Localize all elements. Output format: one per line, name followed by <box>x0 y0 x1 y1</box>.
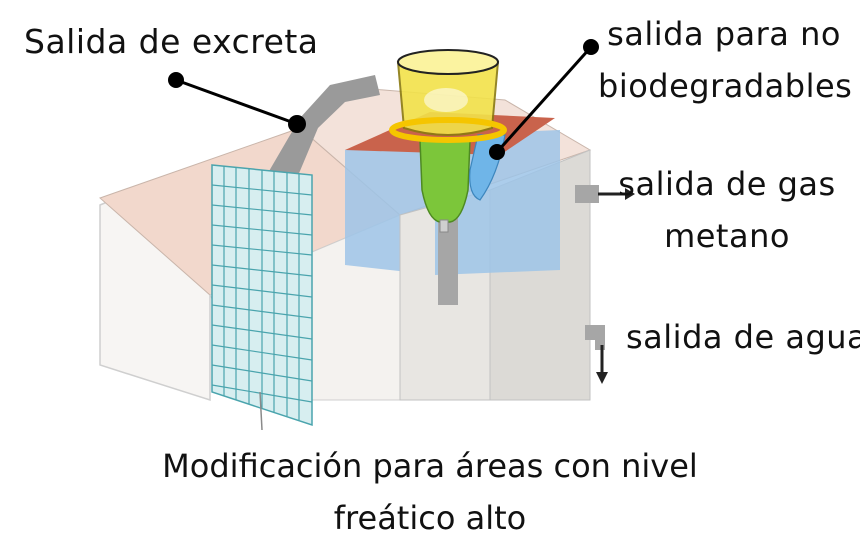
label-salida-no-biodegradables: salida para no biodegradables <box>598 8 853 112</box>
excreta-pipe <box>265 75 380 190</box>
yellow-cup <box>389 49 507 143</box>
mesh-screen <box>211 164 313 431</box>
diagram-caption: Modificación para áreas con nivel freáti… <box>0 440 860 544</box>
water-outlet <box>585 325 608 384</box>
label-gas-line1: salida de gas <box>618 165 836 203</box>
label-salida-gas-metano: salida de gas metano <box>618 158 836 262</box>
label-gas-line2: metano <box>664 217 790 255</box>
excreta-leader-dot-end <box>288 115 306 133</box>
label-salida-agua: salida de agua <box>626 318 860 356</box>
excreta-leader-dot-start <box>168 72 184 88</box>
excreta-leader-line <box>175 78 298 126</box>
label-no-biodegradables-line2: biodegradables <box>598 67 853 105</box>
gas-outlet <box>575 185 635 203</box>
nobio-leader-line <box>495 45 593 154</box>
caption-line1: Modificación para áreas con nivel <box>162 447 698 485</box>
caption-line2: freático alto <box>333 499 527 537</box>
label-no-biodegradables-line1: salida para no <box>607 15 841 53</box>
nobio-leader-dot-start <box>583 39 599 55</box>
green-container <box>419 139 471 233</box>
nobio-leader-dot-end <box>489 144 505 160</box>
label-salida-excreta: Salida de excreta <box>24 22 319 61</box>
